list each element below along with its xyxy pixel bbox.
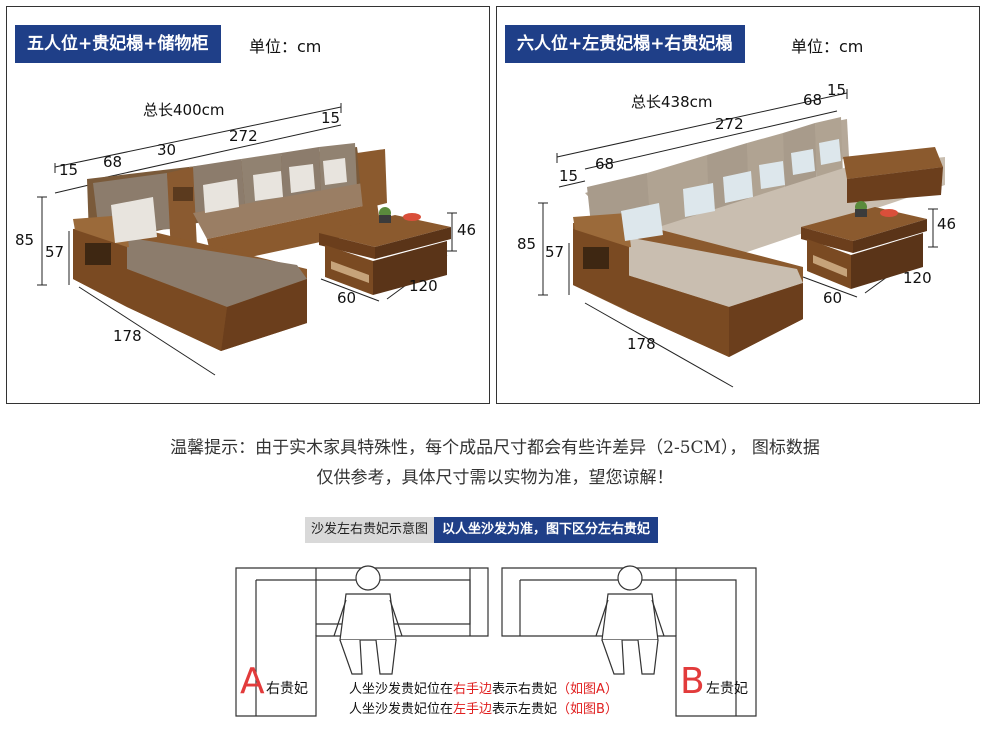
right-dim-120: 120 xyxy=(903,269,932,287)
right-panel-title: 六人位+左贵妃榻+右贵妃榻 xyxy=(505,25,745,63)
left-dim-15-left: 15 xyxy=(59,161,79,179)
right-dim-178: 178 xyxy=(627,335,656,353)
explain-1-red: 右手边 xyxy=(453,682,493,697)
left-product-panel: 五人位+贵妃榻+储物柜 单位：cm xyxy=(6,6,490,404)
left-unit-label: 单位：cm xyxy=(249,37,322,56)
chaise-letter-a: A xyxy=(240,661,265,702)
left-dim-60: 60 xyxy=(337,289,357,307)
explain-2-red: 左手边 xyxy=(453,702,493,717)
right-dim-46: 46 xyxy=(937,215,957,233)
right-dim-15-left: 15 xyxy=(559,167,579,185)
explain-1-post: 表示右贵妃 xyxy=(492,682,558,697)
seated-person-a xyxy=(333,565,403,675)
explain-1-pre: 人坐沙发贵妃位在 xyxy=(349,682,454,697)
chaise-letter-b: B xyxy=(680,661,705,702)
left-dim-178: 178 xyxy=(113,327,142,345)
left-dim-15-top: 15 xyxy=(321,109,341,127)
chaise-label-b: 左贵妃 xyxy=(706,681,748,697)
right-dim-85: 85 xyxy=(517,235,537,253)
explain-2-post: 表示左贵妃 xyxy=(492,702,558,717)
right-dim-68-left: 68 xyxy=(595,155,615,173)
diagram-header: 沙发左右贵妃示意图 以人坐沙发为准，图下区分左右贵妃 xyxy=(305,517,659,543)
explain-line-1: 人坐沙发贵妃位在右手边表示右贵妃（如图A） xyxy=(349,678,618,697)
diagram-tag-gray: 沙发左右贵妃示意图 xyxy=(305,517,435,543)
right-dim-272: 272 xyxy=(715,115,744,133)
left-sofa-illustration xyxy=(37,103,457,376)
left-dim-30: 30 xyxy=(157,141,177,159)
explain-1-ref: （如图A） xyxy=(557,682,618,697)
right-dim-60: 60 xyxy=(823,289,843,307)
right-sofa-illustration xyxy=(538,89,945,388)
chaise-label-a: 右贵妃 xyxy=(266,681,308,697)
left-total-length: 总长400cm xyxy=(143,101,225,119)
left-dim-57: 57 xyxy=(45,243,65,261)
diagram-tag-blue: 以人坐沙发为准，图下区分左右贵妃 xyxy=(434,517,659,543)
seated-person-b xyxy=(595,565,665,675)
left-dim-68: 68 xyxy=(103,153,123,171)
left-dim-85: 85 xyxy=(15,231,35,249)
explain-line-2: 人坐沙发贵妃位在左手边表示左贵妃（如图B） xyxy=(349,698,618,717)
right-dim-57: 57 xyxy=(545,243,565,261)
left-dim-46: 46 xyxy=(457,221,477,239)
explain-2-pre: 人坐沙发贵妃位在 xyxy=(349,702,454,717)
left-dim-272: 272 xyxy=(229,127,258,145)
notice-line-2: 仅供参考，具体尺寸需以实物为准，望您谅解！ xyxy=(316,468,674,488)
right-product-panel: 六人位+左贵妃榻+右贵妃榻 单位：cm xyxy=(496,6,980,404)
left-dim-120: 120 xyxy=(409,277,438,295)
right-unit-label: 单位：cm xyxy=(791,37,864,56)
right-dim-15-top: 15 xyxy=(827,81,847,99)
explain-2-ref: （如图B） xyxy=(557,702,618,717)
right-dim-68-top: 68 xyxy=(803,91,823,109)
notice-line-1: 温馨提示：由于实木家具特殊性，每个成品尺寸都会有些许差异（2-5CM）， 图标数… xyxy=(170,438,820,458)
right-total-length: 总长438cm xyxy=(631,93,713,111)
left-panel-title: 五人位+贵妃榻+储物柜 xyxy=(15,25,221,63)
